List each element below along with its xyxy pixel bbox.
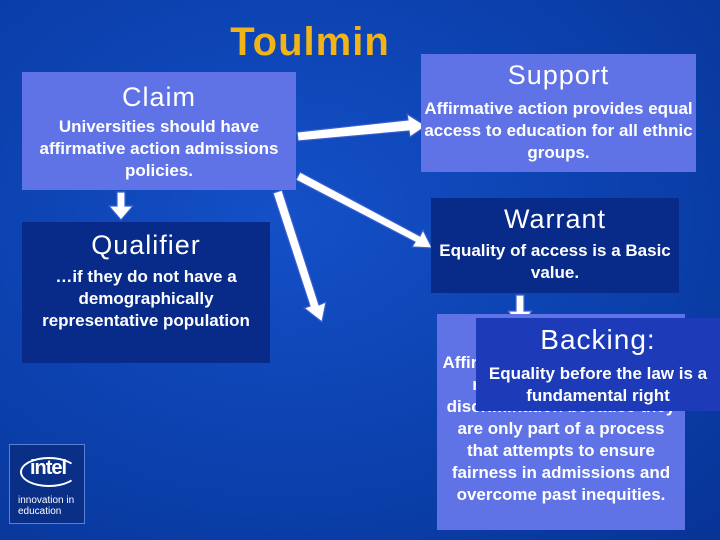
- warrant-text: Equality of access is a Basic value.: [439, 241, 671, 282]
- qualifier-heading: Qualifier: [91, 230, 201, 260]
- support-box: Support Affirmative action provides equa…: [421, 54, 696, 172]
- warrant-box: Warrant Equality of access is a Basic va…: [431, 198, 679, 293]
- intel-logo: intel innovation in education: [9, 444, 85, 524]
- slide-title: Toulmin: [230, 20, 390, 64]
- support-heading: Support: [507, 60, 610, 90]
- qualifier-text: …if they do not have a demographically r…: [42, 267, 250, 330]
- claim-heading: Claim: [121, 82, 196, 112]
- claim-box: Claim Universities should have affirmati…: [22, 72, 296, 190]
- logo-swoosh-icon: [20, 457, 78, 487]
- warrant-heading: Warrant: [503, 204, 606, 234]
- arrow-claim-to-backing: [272, 189, 327, 324]
- arrow-claim-to-qualifier: [107, 191, 135, 221]
- backing-text: Equality before the law is a fundamental…: [488, 364, 708, 405]
- backing-box: Backing: Equality before the law is a fu…: [476, 318, 720, 411]
- logo-wordmark: intel: [29, 457, 67, 479]
- support-text: Affirmative action provides equal access…: [424, 99, 693, 162]
- backing-heading: Backing:: [540, 324, 656, 355]
- logo-tagline: innovation in education: [18, 495, 75, 517]
- qualifier-box: Qualifier …if they do not have a demogra…: [22, 222, 270, 363]
- claim-text: Universities should have affirmative act…: [39, 117, 279, 180]
- arrow-claim-to-support: [296, 112, 428, 142]
- arrow-claim-to-warrant: [295, 171, 433, 249]
